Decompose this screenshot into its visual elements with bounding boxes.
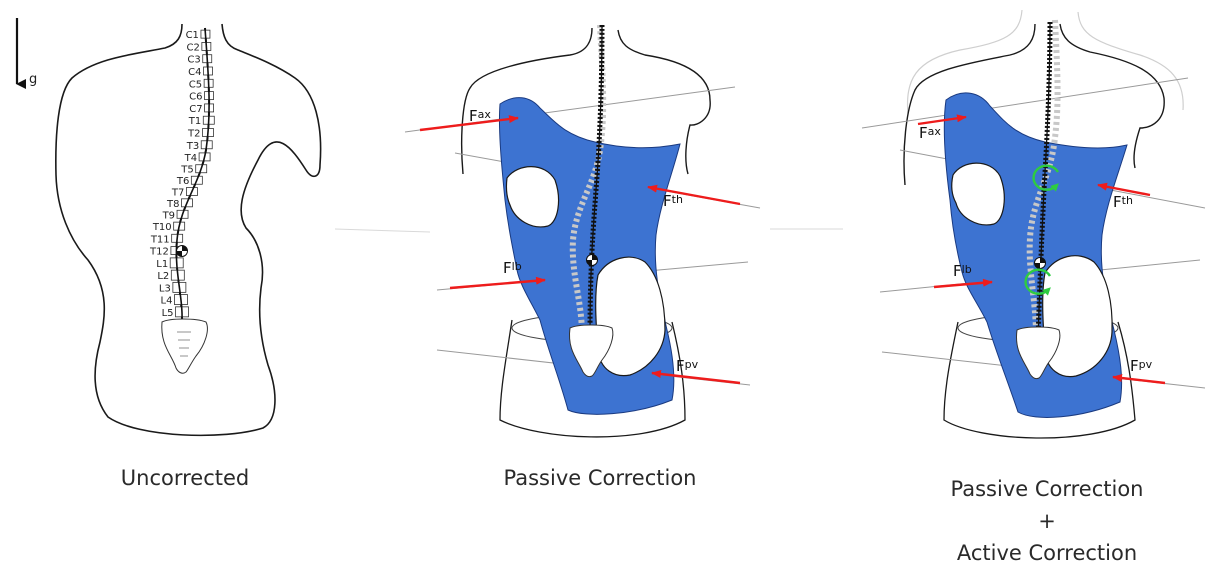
vertebra-label-t5: T5 bbox=[180, 165, 193, 176]
separator-line bbox=[335, 229, 430, 232]
caption-uncorrected: Uncorrected bbox=[85, 462, 285, 494]
vertebra-label-t12: T12 bbox=[149, 247, 169, 258]
caption-line: + bbox=[912, 505, 1182, 537]
panel-uncorrected: C1C2C3C4C5C6C7T1T2T3T4T5T6T7T8T9T10T11T1… bbox=[56, 24, 321, 435]
force-label-pv: Fpv bbox=[1130, 357, 1153, 375]
brace-cutout bbox=[596, 257, 665, 375]
vertebra-label-l5: L5 bbox=[162, 308, 174, 319]
vertebra-label-c4: C4 bbox=[188, 67, 201, 78]
vertebra-label-t6: T6 bbox=[176, 176, 189, 187]
vertebra-label-c2: C2 bbox=[186, 42, 199, 53]
center-of-mass-icon bbox=[177, 246, 188, 257]
panel-passive-active-correction: Fax Fth Flb Fpv bbox=[862, 10, 1205, 438]
vertebra-label-t9: T9 bbox=[162, 210, 175, 221]
vertebra-label-t7: T7 bbox=[171, 188, 184, 199]
panel-passive-correction: Fax Fth Flb Fpv bbox=[405, 25, 760, 437]
gravity-label: g bbox=[29, 72, 37, 87]
caption-line: Uncorrected bbox=[85, 462, 285, 494]
vertebra-label-t3: T3 bbox=[186, 141, 199, 152]
vertebra-label-t11: T11 bbox=[150, 234, 170, 245]
brace-cutout bbox=[1043, 256, 1112, 377]
vertebra-label-c1: C1 bbox=[186, 30, 199, 41]
vertebra-label-l4: L4 bbox=[161, 296, 173, 307]
vertebra-label-t10: T10 bbox=[152, 222, 172, 233]
caption-passive-correction: Passive Correction bbox=[470, 462, 730, 494]
caption-line: Active Correction bbox=[912, 537, 1182, 569]
center-of-mass-icon bbox=[1035, 258, 1046, 269]
vertebra-label-c3: C3 bbox=[187, 55, 200, 66]
vertebra-label-l1: L1 bbox=[156, 259, 168, 270]
vertebra-label-l3: L3 bbox=[159, 283, 171, 294]
force-label-th: Fth bbox=[663, 192, 683, 210]
vertebra-label-c5: C5 bbox=[189, 79, 202, 90]
caption-line: Passive Correction bbox=[470, 462, 730, 494]
vertebra-label-t2: T2 bbox=[187, 129, 200, 140]
force-label-th: Fth bbox=[1113, 193, 1133, 211]
vertebra-label-c7: C7 bbox=[189, 104, 202, 115]
caption-passive-active-correction: Passive Correction + Active Correction bbox=[912, 473, 1182, 569]
caption-line: Passive Correction bbox=[912, 473, 1182, 505]
vertebra-label-t4: T4 bbox=[184, 153, 197, 164]
vertebra-label-t8: T8 bbox=[166, 199, 179, 210]
vertebra-label-t1: T1 bbox=[188, 116, 201, 127]
force-label-pv: Fpv bbox=[676, 357, 699, 375]
vertebra-label-l2: L2 bbox=[157, 271, 169, 282]
vertebra-label-c6: C6 bbox=[189, 92, 202, 103]
center-of-mass-icon bbox=[587, 255, 598, 266]
